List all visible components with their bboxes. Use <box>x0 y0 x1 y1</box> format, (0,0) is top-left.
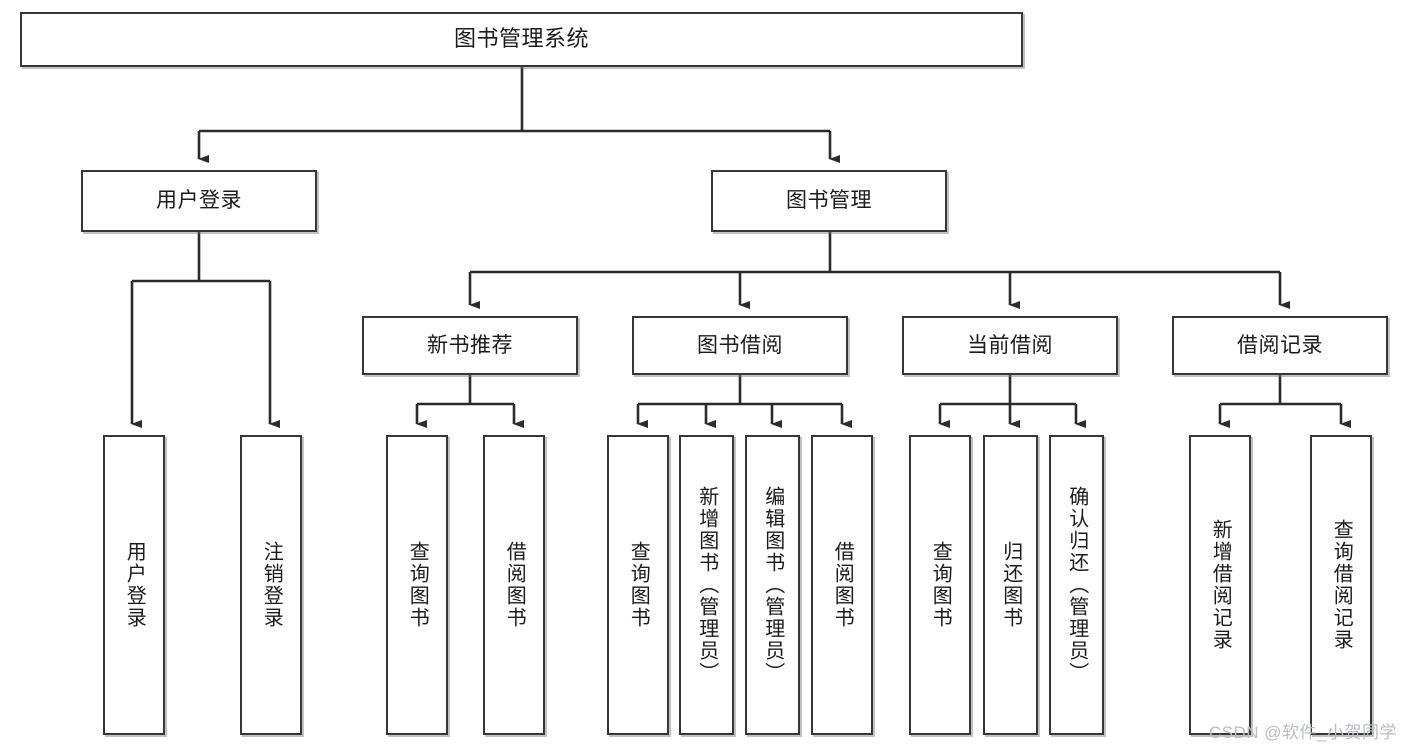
node-book-borrow[interactable]: 图书借阅 <box>632 316 848 375</box>
node-leaf-query-book-3-label: 查询图书 <box>929 541 952 629</box>
node-leaf-user-login[interactable]: 用户登录 <box>103 435 165 735</box>
node-leaf-return-book-label: 归还图书 <box>999 541 1022 629</box>
node-leaf-query-book-2[interactable]: 查询图书 <box>607 435 669 735</box>
node-leaf-add-book-label: 新增图书（管理员） <box>695 486 718 684</box>
node-user-login-label: 用户登录 <box>156 189 242 213</box>
node-leaf-query-book-1-label: 查询图书 <box>406 541 429 629</box>
node-root-label: 图书管理系统 <box>453 26 589 52</box>
node-leaf-borrow-book-1-label: 借阅图书 <box>503 541 526 629</box>
node-current-borrow-label: 当前借阅 <box>967 333 1053 357</box>
node-leaf-confirm-return-label: 确认归还（管理员） <box>1065 486 1088 684</box>
node-new-book-rec[interactable]: 新书推荐 <box>362 316 578 375</box>
node-leaf-logout-label: 注销登录 <box>260 541 283 629</box>
node-current-borrow[interactable]: 当前借阅 <box>902 316 1118 375</box>
node-book-manage-label: 图书管理 <box>786 189 872 213</box>
node-leaf-edit-book[interactable]: 编辑图书（管理员） <box>745 435 800 735</box>
node-new-book-rec-label: 新书推荐 <box>427 333 513 357</box>
node-leaf-add-record[interactable]: 新增借阅记录 <box>1189 435 1251 735</box>
node-leaf-query-book-3[interactable]: 查询图书 <box>909 435 971 735</box>
node-leaf-return-book[interactable]: 归还图书 <box>983 435 1038 735</box>
node-book-manage[interactable]: 图书管理 <box>711 170 947 232</box>
node-leaf-borrow-book-1[interactable]: 借阅图书 <box>483 435 545 735</box>
node-leaf-query-book-1[interactable]: 查询图书 <box>386 435 448 735</box>
node-leaf-query-book-2-label: 查询图书 <box>627 541 650 629</box>
node-leaf-add-record-label: 新增借阅记录 <box>1209 519 1232 651</box>
node-root[interactable]: 图书管理系统 <box>20 12 1023 67</box>
node-leaf-logout[interactable]: 注销登录 <box>240 435 302 735</box>
node-leaf-edit-book-label: 编辑图书（管理员） <box>761 486 784 684</box>
node-book-borrow-label: 图书借阅 <box>697 333 783 357</box>
node-leaf-borrow-book-2[interactable]: 借阅图书 <box>811 435 873 735</box>
node-borrow-record[interactable]: 借阅记录 <box>1172 316 1388 375</box>
node-leaf-borrow-book-2-label: 借阅图书 <box>831 541 854 629</box>
node-leaf-query-record[interactable]: 查询借阅记录 <box>1310 435 1372 735</box>
node-leaf-confirm-return[interactable]: 确认归还（管理员） <box>1049 435 1104 735</box>
node-borrow-record-label: 借阅记录 <box>1237 333 1323 357</box>
node-leaf-user-login-label: 用户登录 <box>123 541 146 629</box>
node-leaf-query-record-label: 查询借阅记录 <box>1330 519 1353 651</box>
node-leaf-add-book[interactable]: 新增图书（管理员） <box>679 435 734 735</box>
node-user-login[interactable]: 用户登录 <box>81 170 317 232</box>
